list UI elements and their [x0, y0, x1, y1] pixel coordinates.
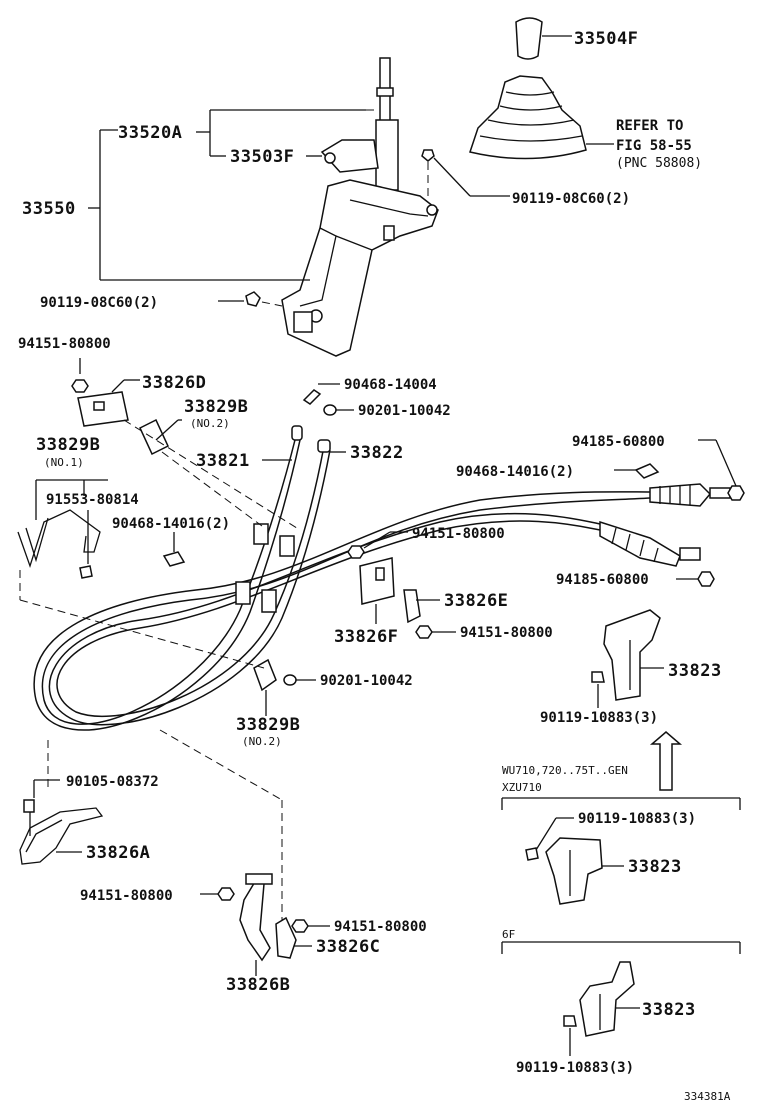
- bracket-33826F-part[interactable]: [359, 557, 395, 624]
- label-33829B-a: 33829B: [184, 397, 248, 417]
- shift-knob-part[interactable]: [515, 17, 572, 60]
- label-refer-fig: FIG 58-55: [616, 138, 692, 154]
- nut-94185-60800-bottom[interactable]: [676, 571, 715, 587]
- label-33503F: 33503F: [230, 147, 294, 167]
- label-33550: 33550: [22, 199, 76, 219]
- bracket-33826D-part[interactable]: [77, 379, 140, 427]
- label-33829B-b: 33829B: [36, 435, 100, 455]
- label-no2-b: (NO.2): [242, 735, 282, 748]
- label-33826E: 33826E: [444, 591, 508, 611]
- label-33823-b: 33823: [628, 857, 682, 877]
- nut-94151-80800-a[interactable]: [71, 358, 89, 393]
- arrow-up-icon: [649, 731, 683, 791]
- bracket-33823-c-part[interactable]: [579, 961, 640, 1037]
- label-94151-80800-d: 94151-80800: [80, 888, 173, 904]
- label-90119-08C60-left: 90119-08C60(2): [40, 295, 158, 311]
- label-variant-xzu710: XZU710: [502, 781, 542, 794]
- bolt-90119-08C60-top[interactable]: [421, 149, 510, 200]
- label-33826D: 33826D: [142, 373, 206, 393]
- variant-bracket-wu710: [501, 797, 741, 810]
- clip-90468-14016-left[interactable]: [162, 532, 186, 567]
- bolt-90119-08C60-left[interactable]: [218, 291, 283, 307]
- bracket-33826A-part[interactable]: [19, 807, 104, 865]
- retainer-33829B-no2-top[interactable]: [139, 418, 182, 456]
- label-refer-to: REFER TO: [616, 118, 683, 134]
- label-33826B: 33826B: [226, 975, 290, 995]
- bracket-33826E-part[interactable]: [403, 589, 440, 624]
- label-94185-60800-b: 94185-60800: [556, 572, 649, 588]
- shift-cables-part[interactable]: [33, 425, 731, 731]
- label-33826A: 33826A: [86, 843, 150, 863]
- label-94151-80800-b: 94151-80800: [412, 526, 505, 542]
- label-33826C: 33826C: [316, 937, 380, 957]
- label-90468-14016-b: 90468-14016(2): [112, 516, 230, 532]
- bolt-90119-10883-c[interactable]: [563, 1015, 577, 1056]
- nut-94185-60800-top[interactable]: [698, 439, 745, 501]
- assembly-bracket-lines: [88, 109, 378, 281]
- label-33826F: 33826F: [334, 627, 398, 647]
- nut-94151-80800-c[interactable]: [415, 625, 456, 639]
- label-90119-10883-c: 90119-10883(3): [516, 1060, 634, 1076]
- nut-94151-80800-b[interactable]: [347, 531, 408, 559]
- shift-lever-boot-part[interactable]: [469, 75, 614, 160]
- label-90468-14016-a: 90468-14016(2): [456, 464, 574, 480]
- variant-bracket-6f: [501, 941, 741, 954]
- label-94151-80800-a: 94151-80800: [18, 336, 111, 352]
- nut-94151-80800-d[interactable]: [200, 887, 235, 901]
- label-no2-a: (NO.2): [190, 417, 230, 430]
- bolt-90105-08372[interactable]: [23, 779, 60, 836]
- label-33823-c: 33823: [642, 1000, 696, 1020]
- bolt-90119-10883-a[interactable]: [591, 671, 605, 708]
- bracket-33823-a-part[interactable]: [603, 609, 664, 701]
- clip-90468-14016-right[interactable]: [614, 463, 660, 479]
- nut-94151-80800-e[interactable]: [291, 919, 330, 933]
- bracket-33826B-part[interactable]: [239, 873, 273, 976]
- label-94185-60800-a: 94185-60800: [572, 434, 665, 450]
- bracket-33826C-part[interactable]: [275, 916, 312, 959]
- bolt-90119-10883-b[interactable]: [525, 817, 574, 861]
- label-no1: (NO.1): [44, 456, 84, 469]
- label-94151-80800-e: 94151-80800: [334, 919, 427, 935]
- retainer-33829B-no1[interactable]: [17, 479, 108, 569]
- figure-id: 334381A: [684, 1090, 731, 1103]
- label-94151-80800-c: 94151-80800: [460, 625, 553, 641]
- bracket-33823-b-part[interactable]: [545, 837, 624, 905]
- label-90468-14004: 90468-14004: [344, 377, 437, 393]
- label-33822: 33822: [350, 443, 404, 463]
- label-90119-10883-a: 90119-10883(3): [540, 710, 658, 726]
- label-90119-08C60-top: 90119-08C60(2): [512, 191, 630, 207]
- washer-90201-10042-top[interactable]: [323, 404, 354, 416]
- label-90201-10042-a: 90201-10042: [358, 403, 451, 419]
- label-variant-6f: 6F: [502, 928, 515, 941]
- shift-lever-assembly-part[interactable]: [281, 57, 439, 357]
- dashed-reference-lines: [19, 419, 301, 920]
- clip-90468-14004[interactable]: [302, 383, 340, 405]
- label-90119-10883-b: 90119-10883(3): [578, 811, 696, 827]
- label-91553-80814: 91553-80814: [46, 492, 139, 508]
- label-90201-10042-b: 90201-10042: [320, 673, 413, 689]
- label-33823-a: 33823: [668, 661, 722, 681]
- bolt-91553-80814[interactable]: [79, 510, 93, 579]
- label-33821: 33821: [196, 451, 250, 471]
- label-refer-pnc: (PNC 58808): [616, 156, 702, 171]
- label-variant-wu710: WU710,720..75T..GEN: [502, 764, 628, 777]
- label-33829B-c: 33829B: [236, 715, 300, 735]
- retainer-33829B-no2-bottom[interactable]: [253, 658, 277, 716]
- label-33504F: 33504F: [574, 29, 638, 49]
- label-33520A: 33520A: [118, 123, 182, 143]
- label-90105-08372: 90105-08372: [66, 774, 159, 790]
- washer-90201-10042-bottom[interactable]: [283, 674, 316, 686]
